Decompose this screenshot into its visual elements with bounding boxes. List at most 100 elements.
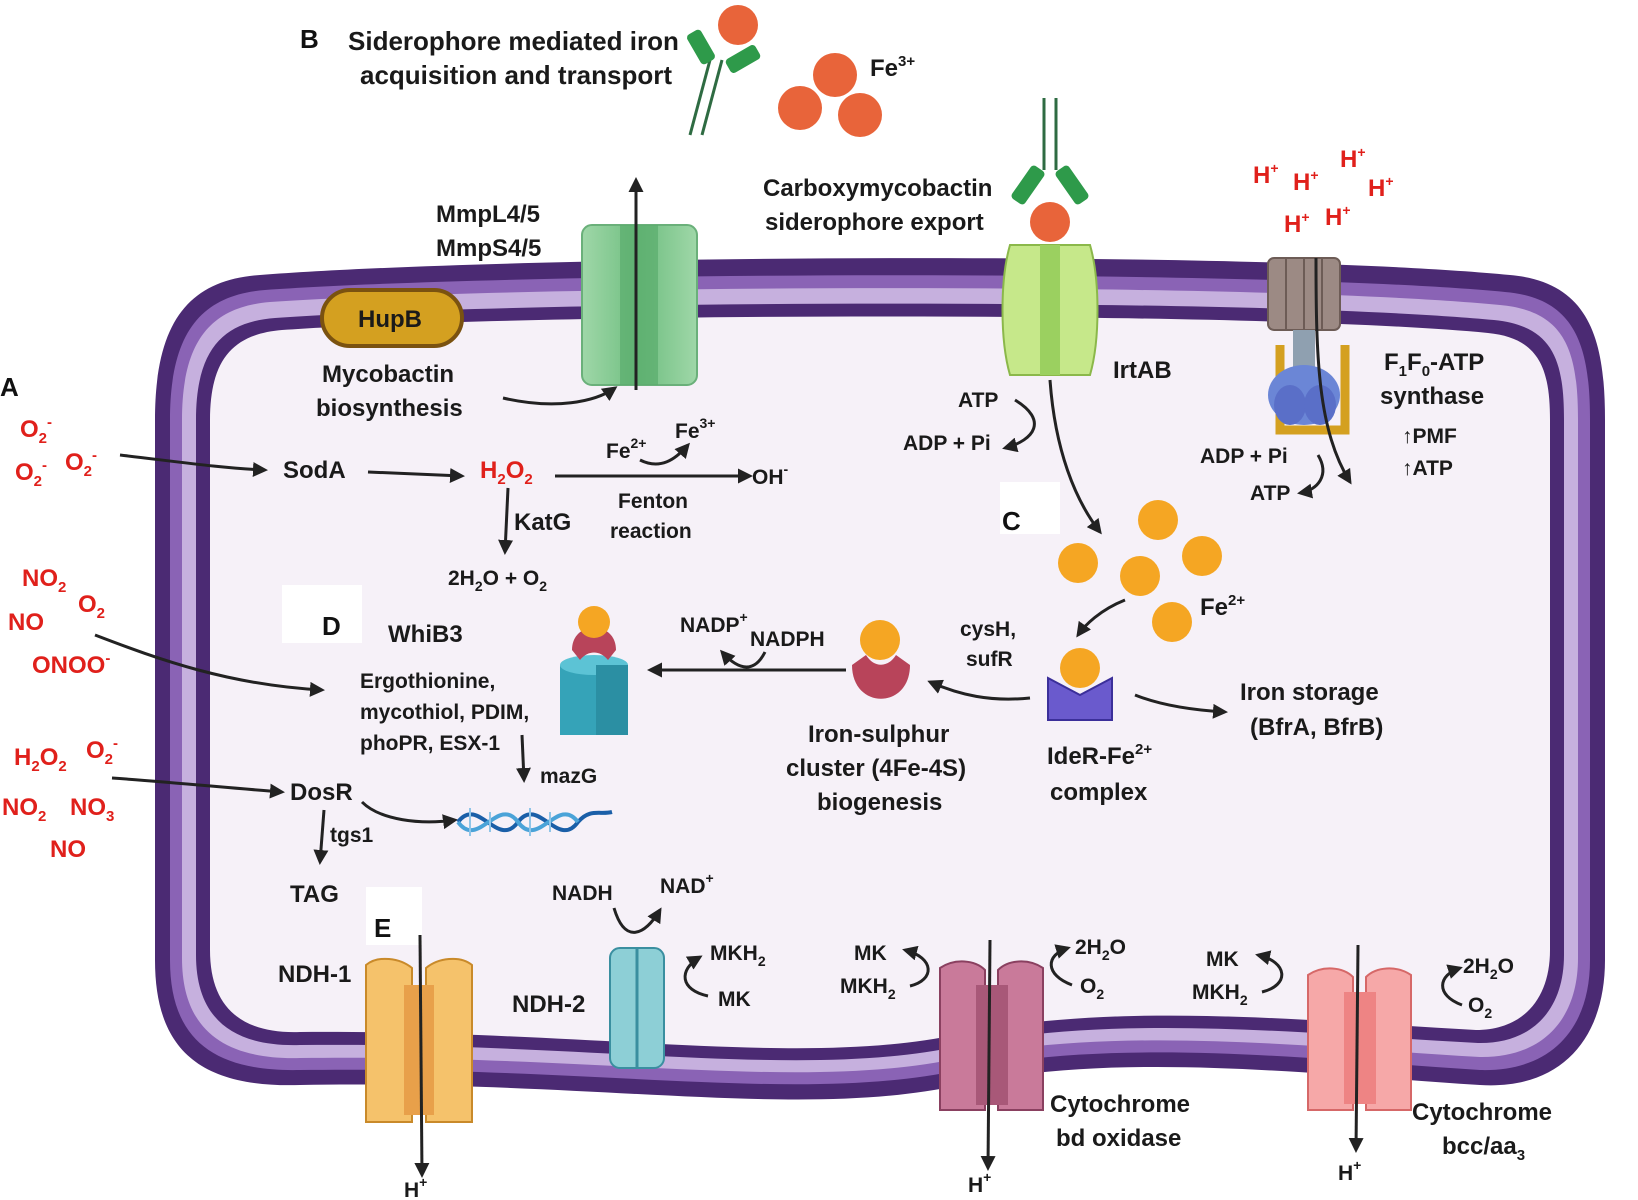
soda-label: SodA [283,457,346,484]
svg-text:H+: H+ [1340,144,1366,173]
pmf-label: ↑PMF [1402,425,1457,448]
ndh2-mkh2-label: MKH2 [710,942,766,969]
hupb-protein [320,288,464,348]
svg-text:H+: H+ [1284,209,1310,238]
irtab-label: IrtAB [1113,357,1172,384]
ndh2-complex [609,947,665,1069]
water-oxygen-products: 2H2O + O2 [448,567,547,594]
ndh1-proton: H+ [404,1174,427,1200]
svg-text:H+: H+ [1368,173,1394,202]
dna-helix-icon [456,808,613,836]
fes-label-line2: cluster (4Fe-4S) [786,755,966,782]
ndh2-label: NDH-2 [512,991,585,1018]
sufr-label: sufR [966,648,1013,671]
siderophore-top-icon [687,5,761,136]
panel-label-d: D [322,611,341,641]
bcc-proton: H+ [1338,1157,1361,1185]
dosr-no2: NO2 [2,794,46,825]
irtab-transporter [1001,98,1099,376]
fe3-ions-top [778,53,882,137]
panel-label-e: E [374,913,391,943]
panel-e-box [366,887,422,945]
rns-no2: NO2 [22,565,66,596]
dosr-superoxide: O2- [86,735,118,768]
hupb-label: HupB [358,306,422,333]
fe3-top-label: Fe3+ [870,53,915,82]
bd-water-label: 2H2O [1075,936,1126,963]
nad-label: NAD+ [660,870,714,898]
bcc-water-label: 2H2O [1463,955,1514,982]
svg-text:H+: H+ [1325,202,1351,231]
iron-sulphur-cluster-icon [852,620,910,699]
ider-fe2-complex-icon [1047,648,1113,721]
tag-label: TAG [290,881,339,908]
mycobactin-label-line2: biosynthesis [316,395,463,422]
ros-superoxide-2: O2- [15,457,47,490]
panel-label-c: C [1002,506,1021,536]
carboxymycobactin-label-line2: siderophore export [765,209,984,236]
dosr-label: DosR [290,779,353,806]
panel-c-box [1000,482,1060,534]
bd-mk-label: MK [854,942,887,965]
fenton-label-line1: Fenton [618,490,688,513]
whib3-label: WhiB3 [388,621,463,648]
mmpl-transporter [581,224,698,386]
cysh-label: cysH, [960,618,1016,641]
fe2-ions-cluster [1058,500,1222,642]
atp-synthase-label-line1: F1F0-ATP [1384,349,1484,380]
nadh-label: NADH [552,882,613,905]
panel-b-title-line1: Siderophore mediated iron [348,26,679,56]
fes-label-line1: Iron-sulphur [808,721,949,748]
tgs1-label: tgs1 [330,824,374,847]
ros-superoxide-3: O2- [65,447,97,480]
hydroxyl-label: OH- [752,461,789,489]
cyt-bd-label-line1: Cytochrome [1050,1091,1190,1118]
whib3-targets-line2: mycothiol, PDIM, [360,701,529,724]
svg-text:H+: H+ [1253,160,1279,189]
dosr-no: NO [50,836,86,863]
bcc-mkh2-label: MKH2 [1192,981,1248,1008]
cyt-bd-label-line2: bd oxidase [1056,1125,1181,1152]
bd-mkh2-label: MKH2 [840,975,896,1002]
iron-storage-line1: Iron storage [1240,679,1379,706]
rns-o2: O2 [78,591,105,622]
whib3-targets-line3: phoPR, ESX-1 [360,732,500,755]
svg-text:H+: H+ [1293,167,1319,196]
panel-label-b: B [300,24,319,54]
katg-label: KatG [514,509,571,536]
bcc-mk-label: MK [1206,948,1239,971]
atp-synthase-label-line2: synthase [1380,383,1484,410]
ndh1-label: NDH-1 [278,961,351,988]
bd-proton: H+ [968,1169,991,1197]
cyt-bcc-label-line2: bcc/aa3 [1442,1133,1525,1164]
fe2-fenton-label: Fe2+ [606,435,646,463]
panel-b-title-line2: acquisition and transport [360,60,672,90]
bcc-o2-label: O2 [1468,994,1492,1021]
fes-label-line3: biogenesis [817,789,942,816]
atp-synthase-adp-label: ADP + Pi [1200,445,1288,468]
panel-d-box [282,585,362,643]
fe2-cluster-label: Fe2+ [1200,592,1245,621]
bd-o2-label: O2 [1080,975,1104,1002]
cytochrome-bcc-aa3 [1307,967,1412,1111]
iron-storage-line2: (BfrA, BfrB) [1250,714,1383,741]
mazg-label: mazG [540,765,597,788]
rns-no: NO [8,609,44,636]
fenton-label-line2: reaction [610,520,692,543]
whib3-targets-line1: Ergothionine, [360,670,495,693]
ider-label-line2: complex [1050,779,1148,806]
cytochrome-bd-oxidase [939,960,1044,1111]
mycobactin-label-line1: Mycobactin [322,361,454,388]
rns-onoo: ONOO- [32,650,110,679]
irtab-atp-label: ATP [958,389,998,412]
mmpl-label-line1: MmpL4/5 [436,201,540,228]
fe3-fenton-label: Fe3+ [675,415,715,443]
irtab-adp-label: ADP + Pi [903,432,991,455]
atp-synthase-atp-label: ATP [1250,482,1290,505]
atp-up-label: ↑ATP [1402,457,1453,480]
whib3-protein-icon [560,606,628,735]
ndh1-complex [365,957,473,1123]
cyt-bcc-label-line1: Cytochrome [1412,1099,1552,1126]
carboxymycobactin-label-line1: Carboxymycobactin [763,175,992,202]
